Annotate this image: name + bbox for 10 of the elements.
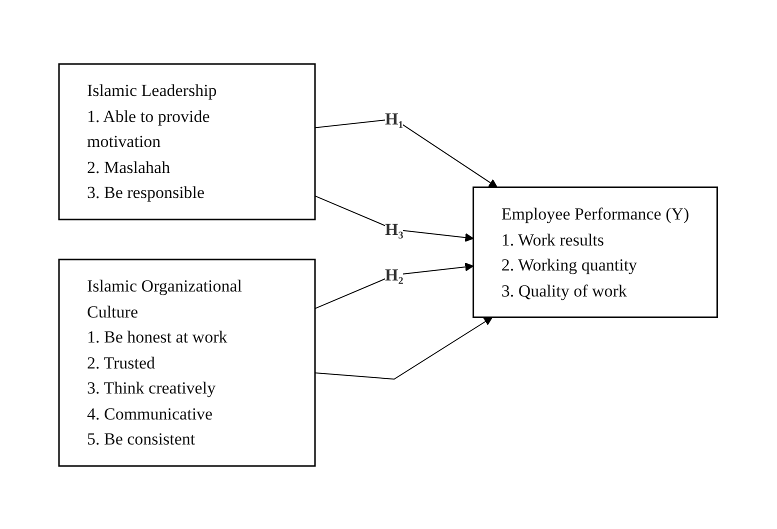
arrow <box>314 118 498 188</box>
node-box: Islamic Organizational Culture 1. Be honest at work 2. Trusted 3. Think creatively 4. Communicative 5. Be consistent <box>58 258 316 466</box>
edge-label: H₂ <box>385 264 404 284</box>
node-box: Islamic Leadership 1. Able to provide motivation 2. Maslahah 3. Be responsible <box>58 62 316 220</box>
edge-label: H₁ <box>385 108 404 128</box>
node-box: Employee Performance (Y) 1. Work results 2. Working quantity 3. Quality of work <box>472 186 718 318</box>
arrow <box>314 262 474 309</box>
arrow <box>314 316 494 380</box>
arrow <box>314 194 474 242</box>
edge-label: H₃ <box>385 219 404 238</box>
